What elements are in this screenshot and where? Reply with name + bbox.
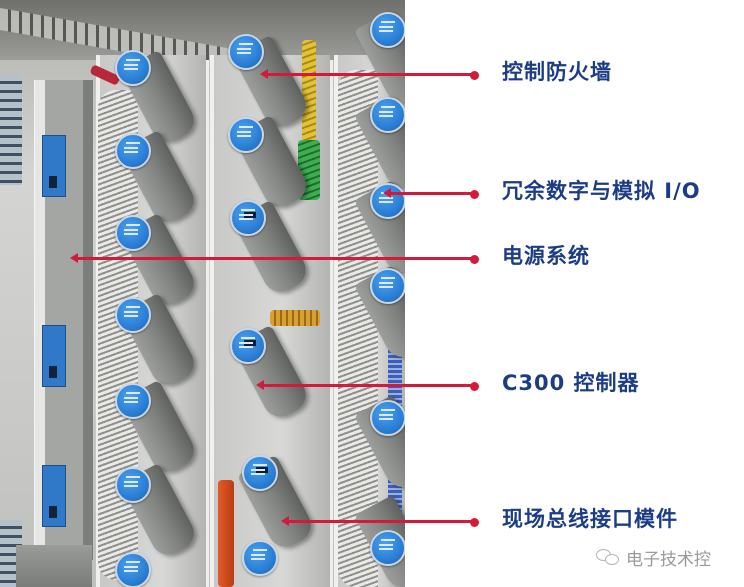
- arrow-left-icon: [383, 188, 391, 198]
- module-badge: [228, 117, 264, 153]
- module-badge: [370, 12, 405, 48]
- label-power-system: 电源系统: [502, 244, 590, 268]
- watermark-text: 电子技术控: [626, 549, 711, 570]
- module-badge: [370, 530, 405, 566]
- module-badge: [242, 540, 278, 576]
- callout-line-fieldbus-interface: [281, 516, 476, 526]
- network-cable-orange: [270, 310, 320, 326]
- power-supply-status-panel: [42, 325, 66, 387]
- cable-bundle: [338, 70, 378, 587]
- module-badge: [370, 400, 405, 436]
- rack-divider: [330, 60, 333, 587]
- module-badge: [115, 297, 151, 333]
- module-badge: [115, 215, 151, 251]
- fieldbus-badge-display: [242, 455, 278, 491]
- callout-line-c300-controller: [256, 380, 476, 390]
- arrow-left-icon: [281, 516, 289, 526]
- callout-line-control-firewall: [260, 69, 476, 79]
- callout-dot: [470, 190, 479, 199]
- callout-dot: [470, 255, 479, 264]
- label-fieldbus-interface: 现场总线接口模件: [502, 507, 678, 531]
- callout-dot: [470, 71, 479, 80]
- module-badge: [370, 97, 405, 133]
- firewall-badge: [228, 34, 264, 70]
- network-cable-red: [218, 480, 234, 587]
- arrow-left-icon: [70, 253, 78, 263]
- cabinet-photo: [0, 0, 405, 587]
- label-redundant-io: 冗余数字与模拟 I/O: [502, 179, 701, 203]
- arrow-left-icon: [260, 69, 268, 79]
- watermark: 电子技术控: [596, 545, 711, 570]
- module-badge: [115, 383, 151, 419]
- perforated-side-rail: [0, 75, 22, 185]
- rack-divider: [206, 60, 209, 587]
- callout-dot: [470, 382, 479, 391]
- callout-line-power-system: [70, 253, 476, 263]
- label-c300-controller: C300 控制器: [502, 371, 640, 395]
- power-supply-base: [16, 545, 92, 587]
- label-control-firewall: 控制防火墙: [502, 60, 612, 84]
- power-supply-status-panel: [42, 465, 66, 527]
- module-badge: [370, 268, 405, 304]
- callout-line-redundant-io: [383, 188, 475, 198]
- controller-badge-display: [230, 200, 266, 236]
- c300-controller-badge-display: [230, 328, 266, 364]
- module-badge: [115, 552, 151, 587]
- wechat-icon: [596, 547, 620, 567]
- arrow-left-icon: [256, 380, 264, 390]
- module-badge: [115, 133, 151, 169]
- callout-dot: [470, 518, 479, 527]
- power-supply-status-panel: [42, 135, 66, 197]
- module-badge: [115, 467, 151, 503]
- module-badge: [115, 50, 151, 86]
